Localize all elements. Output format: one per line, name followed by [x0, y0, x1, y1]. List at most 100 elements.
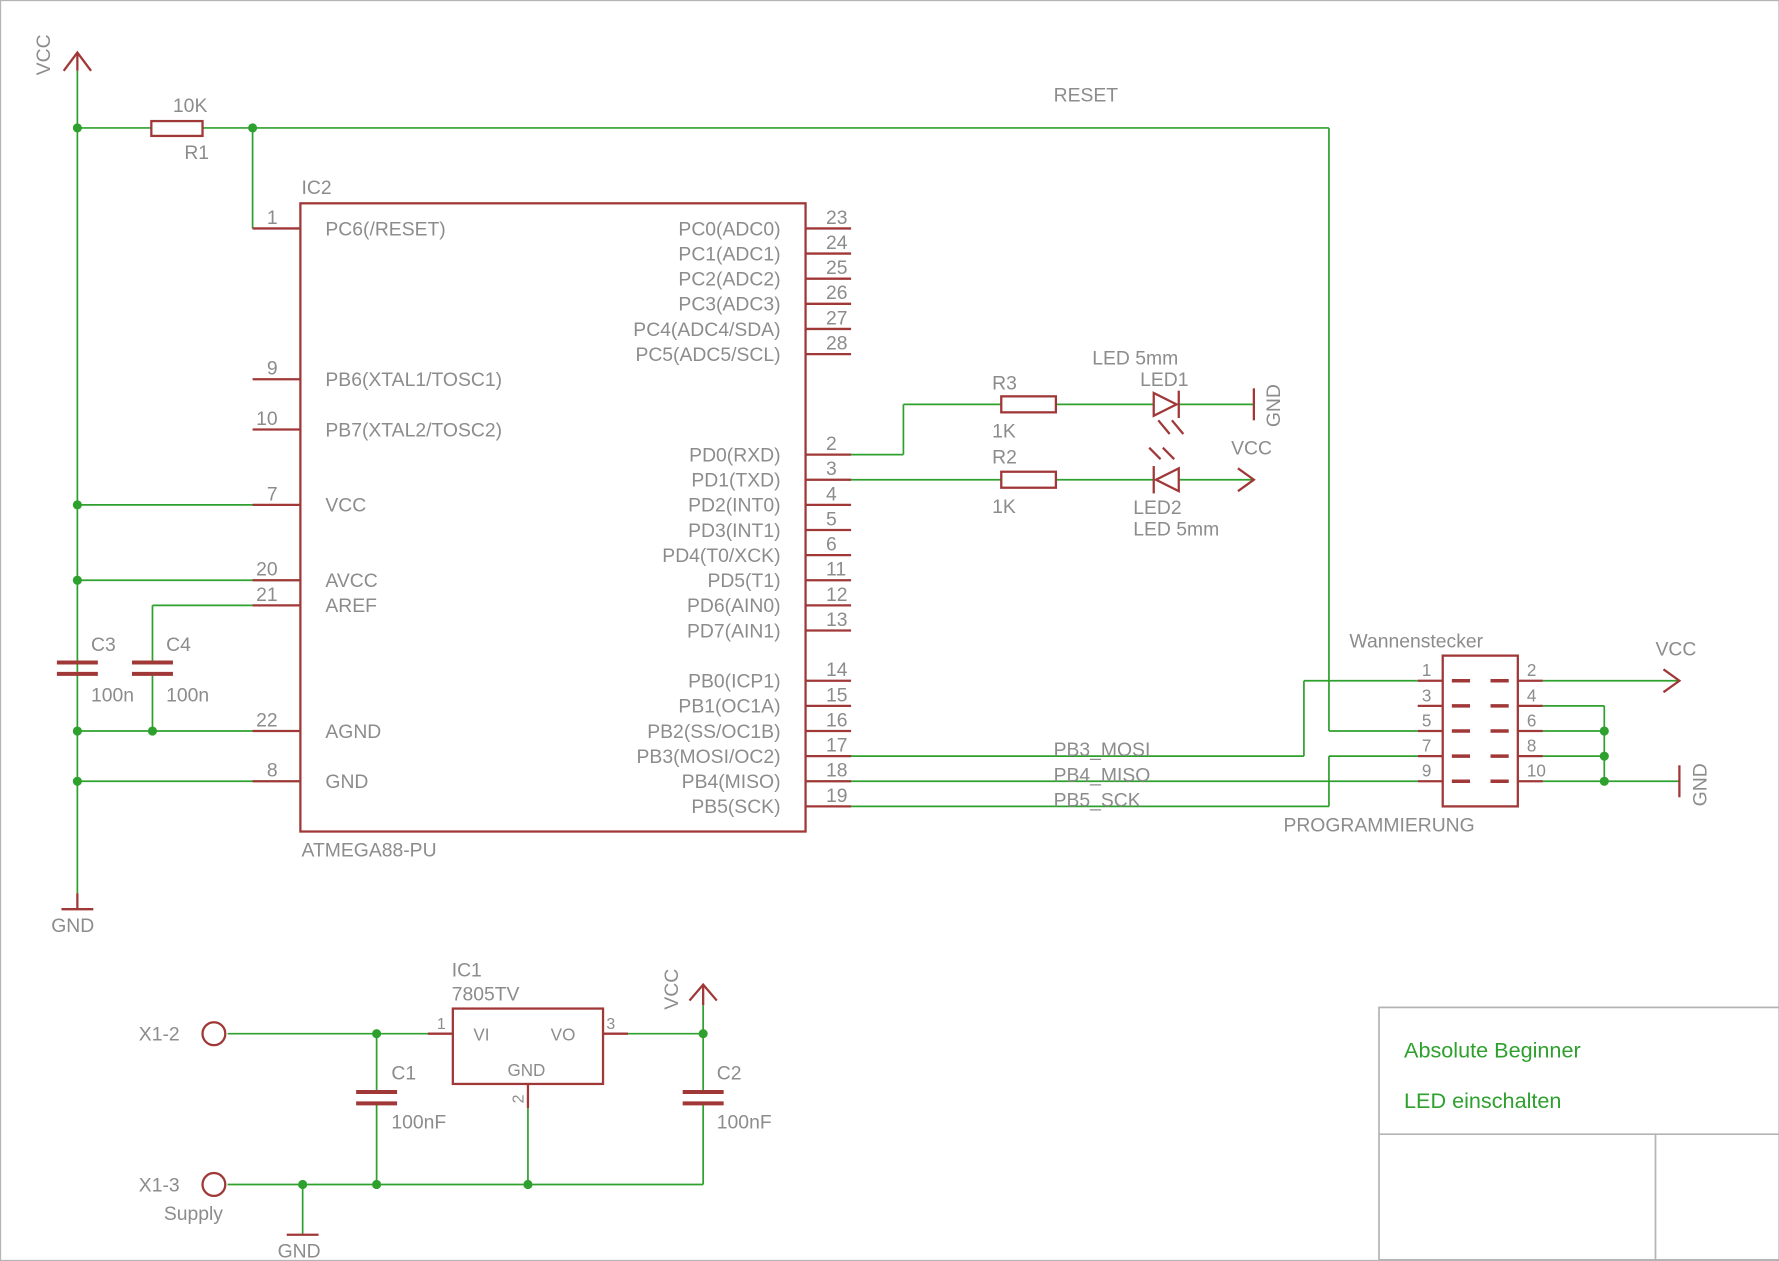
ic2-pin-number: 20: [256, 559, 278, 581]
r2-value: 1K: [992, 496, 1016, 518]
ic2-name: IC2: [302, 177, 332, 199]
ic2-pin-label: PC1(ADC1): [678, 243, 780, 265]
net-label-miso: PB4_MISO: [1054, 764, 1151, 786]
isp-pin-number: 10: [1527, 762, 1546, 781]
ic1-vi-label: VI: [473, 1026, 489, 1045]
ic2-pin-number: 2: [826, 433, 837, 455]
ic2-pin-label: PB7(XTAL2/TOSC2): [325, 419, 502, 441]
c1-value: 100nF: [391, 1111, 446, 1133]
r1-name: R1: [184, 142, 209, 164]
c2-capacitor: [682, 1089, 724, 1106]
r3-resistor: [1000, 395, 1058, 414]
ic2-pin-label: VCC: [325, 495, 366, 517]
ic2-pin-label: PD6(AIN0): [687, 595, 780, 617]
junction-dots: [72, 123, 1609, 1190]
ic2-pin-label: GND: [325, 771, 368, 793]
isp-pin-number: 2: [1527, 661, 1536, 680]
ic2-pin-label: PB1(OC1A): [678, 696, 780, 718]
ic1-gnd-label: GND: [507, 1061, 545, 1080]
isp-pin-number: 9: [1422, 762, 1431, 781]
c3-value: 100n: [91, 684, 134, 706]
ic2-pin-label: AVCC: [325, 570, 377, 592]
x1-3-label: X1-3: [139, 1174, 180, 1196]
ic2-pin-label: PB2(SS/OC1B): [647, 721, 780, 743]
r3-value: 1K: [992, 420, 1016, 442]
isp-pin-number: 7: [1422, 737, 1431, 756]
supply-symbols: [61, 50, 1682, 1236]
led2-name: LED2: [1133, 497, 1181, 519]
led2-value: LED 5mm: [1133, 519, 1219, 541]
ic1-body: [451, 1007, 605, 1086]
title-block: [1378, 1006, 1779, 1261]
ic2-body: [299, 202, 807, 833]
c4-value: 100n: [166, 684, 209, 706]
ic2-pin-label: PD5(T1): [707, 570, 780, 592]
ic2-pin-number: 22: [256, 709, 278, 731]
title-line-2: LED einschalten: [1404, 1088, 1561, 1113]
ic2-pin-label: AREF: [325, 595, 377, 617]
ic2-pin-number: 11: [826, 559, 846, 581]
led2-diode: [1148, 446, 1180, 494]
title-line-1: Absolute Beginner: [1404, 1038, 1581, 1063]
ic2-pin-number: 16: [826, 709, 848, 731]
ic2-pin-number: 10: [256, 408, 278, 430]
x1-2-terminal: [201, 1021, 227, 1047]
isp-pin-number: 4: [1527, 686, 1536, 705]
ic2-pin-label: PD2(INT0): [688, 495, 780, 517]
ic2-pin-number: 21: [256, 584, 278, 606]
ic1-pin-2: 2: [510, 1094, 527, 1103]
ic2-pin-label: PD4(T0/XCK): [662, 545, 780, 567]
ic1-vo-label: VO: [551, 1026, 576, 1045]
r2-name: R2: [992, 447, 1017, 469]
ic2-pin-number: 12: [826, 584, 848, 606]
ic2-pin-number: 15: [826, 684, 848, 706]
r2-resistor: [1000, 470, 1058, 489]
ic2-pin-number: 26: [826, 282, 848, 304]
led1-diode: [1152, 390, 1185, 435]
ic2-pin-number: 17: [826, 735, 848, 757]
ic2-pin-label: PC3(ADC3): [678, 294, 780, 316]
ic2-pin-label: PB4(MISO): [682, 771, 781, 793]
net-label-mosi: PB3_MOSI: [1054, 739, 1151, 761]
ic2-pin-label: PD3(INT1): [688, 520, 780, 542]
ic2-pin-number: 9: [267, 358, 278, 380]
c4-name: C4: [166, 634, 191, 656]
c2-value: 100nF: [717, 1111, 772, 1133]
isp-connector: [1417, 654, 1543, 808]
ic2-pin-number: 3: [826, 458, 837, 480]
ic1-pin-1: 1: [437, 1016, 446, 1033]
ic2-pin-label: PC2(ADC2): [678, 269, 780, 291]
ic2-left-pin-stubs: [252, 227, 301, 783]
isp-pin-number: 5: [1422, 711, 1431, 730]
x1-3-terminal: [201, 1171, 227, 1198]
c1-name: C1: [391, 1062, 416, 1084]
ic1-part: 7805TV: [452, 984, 520, 1006]
ic2-pin-number: 23: [826, 207, 848, 229]
ic2-pin-number: 4: [826, 483, 837, 505]
isp-pin-number: 8: [1527, 737, 1536, 756]
ic1-pin-3: 3: [606, 1016, 615, 1033]
ic1-name: IC1: [452, 960, 482, 982]
ic2-pin-number: 14: [826, 659, 848, 681]
ic2-pin-number: 19: [826, 785, 848, 807]
led1-value: LED 5mm: [1092, 347, 1178, 369]
r1-resistor: [150, 119, 204, 138]
ic2-pin-label: PB6(XTAL1/TOSC1): [325, 369, 502, 391]
c3-name: C3: [91, 634, 116, 656]
ic2-pin-label: PB5(SCK): [691, 796, 780, 818]
vcc-label: VCC: [33, 34, 55, 75]
x1-2-label: X1-2: [139, 1024, 180, 1046]
vcc-arrow-icon: [1662, 668, 1682, 694]
isp-pin-number: 1: [1422, 661, 1431, 680]
ic2-pin-number: 25: [826, 257, 848, 279]
ic2-pin-number: 18: [826, 760, 848, 782]
led1-name: LED1: [1140, 369, 1188, 391]
ic2-pin-label: PD7(AIN1): [687, 620, 780, 642]
gnd-label: GND: [1690, 763, 1712, 806]
ic2-pin-label: PD1(TXD): [691, 470, 780, 492]
isp-pin-number: 3: [1422, 686, 1431, 705]
c1-capacitor: [356, 1089, 398, 1106]
isp-value: PROGRAMMIERUNG: [1283, 814, 1474, 836]
ic2-pin-number: 27: [826, 307, 848, 329]
